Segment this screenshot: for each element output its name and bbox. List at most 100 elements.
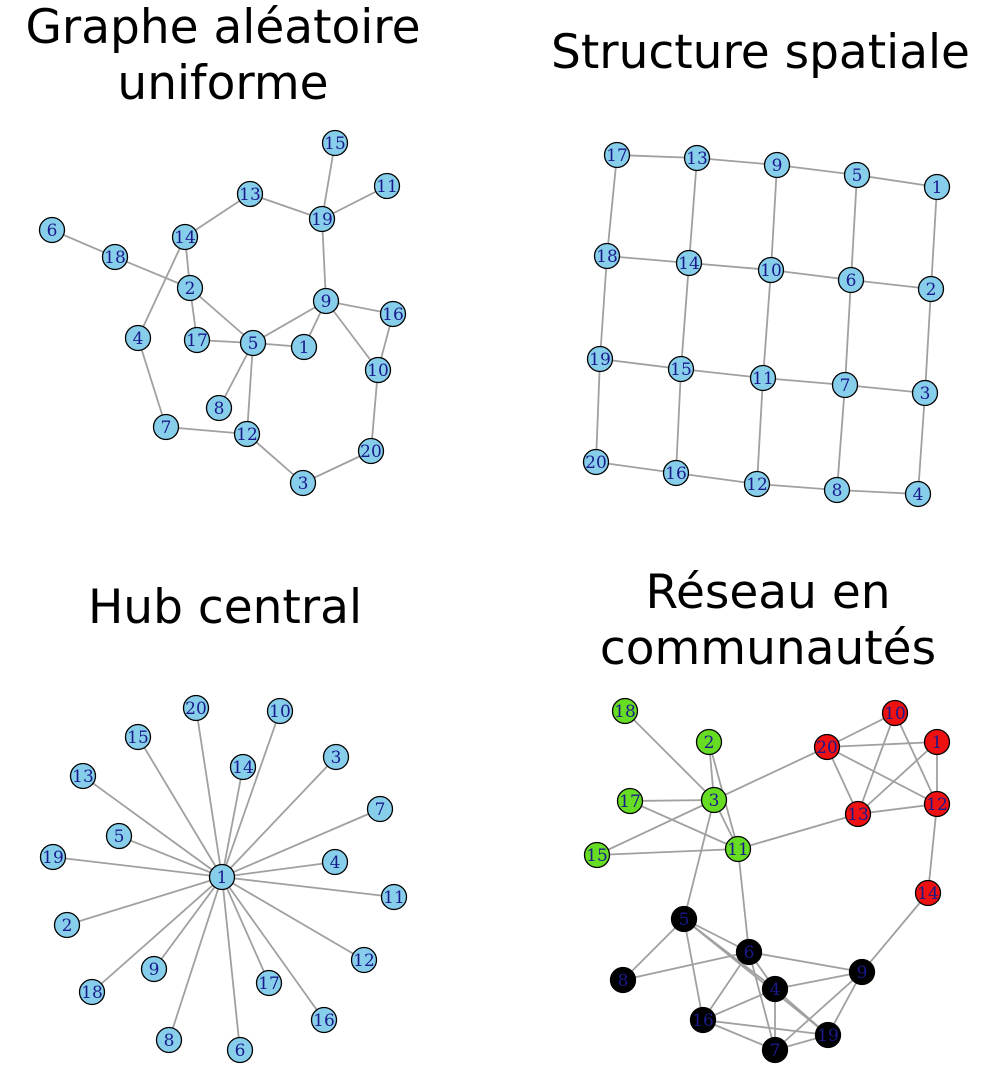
hub-node-label-17: 17	[258, 974, 280, 994]
hub-node-label-16: 16	[313, 1011, 335, 1031]
communities-node-14: 14	[914, 879, 942, 907]
hub-node-label-11: 11	[383, 888, 405, 908]
spatial-node-label-13: 13	[686, 149, 708, 169]
spatial-edge-1-2	[930, 186, 938, 290]
title-spatial-structure: Structure spatiale	[551, 25, 970, 80]
hub-node-circle-3	[322, 743, 350, 771]
communities-node-11: 11	[724, 835, 752, 863]
hub-node-circle-11	[380, 883, 408, 911]
communities-edge-17-11	[629, 800, 739, 850]
random-node-label-1: 1	[299, 338, 310, 358]
communities-edge-17-3	[629, 799, 715, 802]
spatial-node-label-4: 4	[913, 485, 924, 505]
communities-edge-16-19	[702, 1019, 829, 1036]
hub-node-circle-1	[208, 863, 236, 891]
hub-node-label-19: 19	[42, 848, 64, 868]
communities-node-label-3: 3	[709, 791, 720, 811]
communities-node-3: 3	[700, 786, 728, 814]
communities-edge-11-13	[737, 813, 859, 850]
communities-edge-6-7	[748, 951, 776, 1051]
random-node-label-5: 5	[248, 334, 259, 354]
hub-edge-1-17	[221, 876, 270, 984]
random-node-4: 4	[124, 324, 152, 352]
spatial-node-label-15: 15	[670, 360, 692, 380]
hub-node-12: 12	[350, 946, 378, 974]
communities-node-7: 7	[761, 1036, 789, 1064]
communities-node-circle-18	[611, 697, 639, 725]
spatial-edge-10-6	[770, 269, 852, 281]
communities-node-18: 18	[611, 697, 639, 725]
hub-node-label-14: 14	[232, 758, 254, 778]
title-central-hub: Hub central	[87, 580, 363, 635]
title-community-network: Réseau en communautés	[599, 565, 937, 676]
spatial-node-label-16: 16	[665, 464, 687, 484]
random-node-label-17: 17	[186, 331, 208, 351]
spatial-node-18: 18	[593, 242, 621, 270]
random-node-18: 18	[101, 243, 129, 271]
spatial-node-label-19: 19	[589, 350, 611, 370]
spatial-node-circle-2	[917, 275, 945, 303]
spatial-node-circle-18	[593, 242, 621, 270]
spatial-node-5: 5	[843, 161, 871, 189]
communities-node-label-12: 12	[926, 795, 948, 815]
random-node-label-15: 15	[324, 134, 346, 154]
communities-node-label-2: 2	[704, 733, 715, 753]
hub-edge-1-10	[221, 710, 281, 878]
communities-node-label-9: 9	[857, 963, 868, 983]
communities-edge-1-13	[857, 741, 938, 815]
spatial-node-label-12: 12	[746, 475, 768, 495]
random-edge-20-10	[370, 369, 379, 452]
random-node-1: 1	[290, 333, 318, 361]
hub-node-13: 13	[69, 762, 97, 790]
hub-node-2: 2	[53, 911, 81, 939]
random-node-label-2: 2	[185, 279, 196, 299]
random-node-label-10: 10	[367, 361, 389, 381]
communities-node-label-14: 14	[917, 884, 939, 904]
random-edge-5-9	[252, 300, 327, 344]
random-edge-9-10	[325, 300, 379, 371]
communities-node-label-1: 1	[932, 733, 943, 753]
spatial-node-label-11: 11	[752, 369, 774, 389]
communities-node-9: 9	[848, 958, 876, 986]
communities-node-circle-15	[583, 841, 611, 869]
communities-node-circle-20	[813, 733, 841, 761]
hub-node-label-9: 9	[149, 960, 160, 980]
hub-node-label-10: 10	[269, 702, 291, 722]
communities-node-label-6: 6	[744, 943, 755, 963]
random-node-circle-11	[373, 172, 401, 200]
communities-edge-20-1	[826, 741, 938, 748]
communities-edge-5-8	[622, 918, 685, 981]
hub-node-label-15: 15	[127, 728, 149, 748]
communities-node-label-13: 13	[847, 805, 869, 825]
spatial-node-label-8: 8	[832, 481, 843, 501]
hub-node-circle-5	[105, 822, 133, 850]
communities-edge-18-3	[624, 710, 715, 801]
random-node-label-19: 19	[311, 210, 333, 230]
communities-node-circle-5	[670, 905, 698, 933]
hub-edge-1-14	[221, 766, 244, 878]
communities-node-20: 20	[813, 733, 841, 761]
random-node-11: 11	[373, 172, 401, 200]
hub-edge-1-13	[82, 775, 223, 878]
spatial-edge-5-1	[856, 174, 938, 188]
hub-node-15: 15	[124, 723, 152, 751]
hub-edge-1-11	[221, 876, 395, 898]
random-node-16: 16	[379, 300, 407, 328]
spatial-node-circle-11	[749, 364, 777, 392]
random-node-label-9: 9	[321, 292, 332, 312]
communities-node-circle-7	[761, 1036, 789, 1064]
hub-node-circle-8	[155, 1026, 183, 1054]
random-node-15: 15	[321, 129, 349, 157]
communities-node-label-15: 15	[586, 846, 608, 866]
spatial-node-circle-4	[904, 480, 932, 508]
random-node-circle-15	[321, 129, 349, 157]
spatial-node-10: 10	[757, 256, 785, 284]
random-edge-19-9	[321, 218, 327, 302]
spatial-edge-16-12	[675, 472, 758, 485]
spatial-edge-17-13	[616, 154, 698, 159]
spatial-edge-12-8	[756, 483, 838, 491]
random-node-circle-5	[239, 329, 267, 357]
